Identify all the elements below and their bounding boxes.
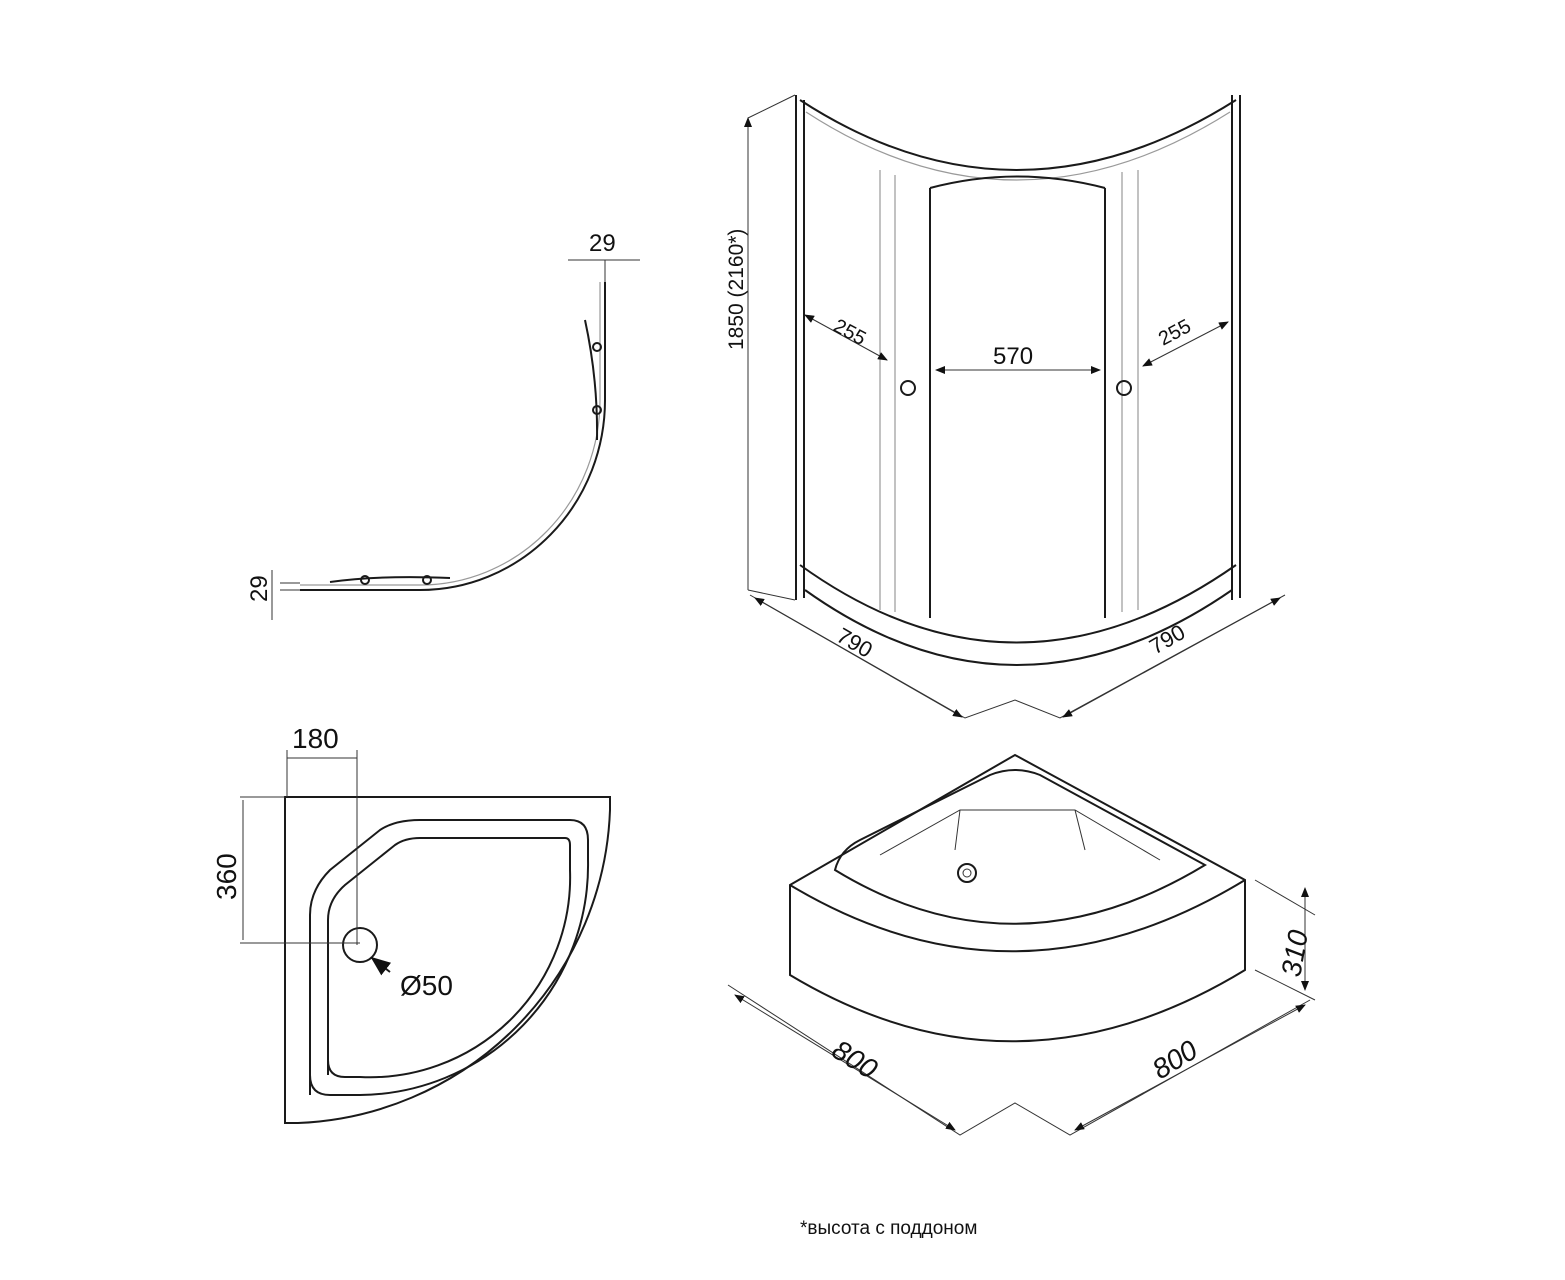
door-width-dimension: 570 [993,343,1033,370]
drain-diameter: Ø50 [400,970,453,1001]
side-left-dimension: 255 [830,315,870,350]
tray-width-left: 800 [827,1034,883,1085]
height-dimension: 1850 (2160*) [725,229,748,350]
enclosure-front-view: 1850 (2160*) 255 570 255 790 790 [725,94,1286,719]
enclosure-plan-view: 29 29 [246,230,640,620]
base-right-dimension: 790 [1145,619,1189,659]
tray-height: 310 [1275,927,1314,979]
plan-dim-top: 29 [589,230,616,257]
tray-dim-180: 180 [292,723,339,754]
footnote: *высота с поддоном [800,1218,978,1239]
tray-dim-360: 360 [211,853,242,900]
tray-plan-view: 180 360 Ø50 [211,723,611,1124]
tray-width-right: 800 [1147,1034,1203,1085]
plan-dim-left: 29 [246,575,273,602]
tray-3d-view: 800 800 310 [727,753,1316,1136]
side-right-dimension: 255 [1155,315,1195,350]
